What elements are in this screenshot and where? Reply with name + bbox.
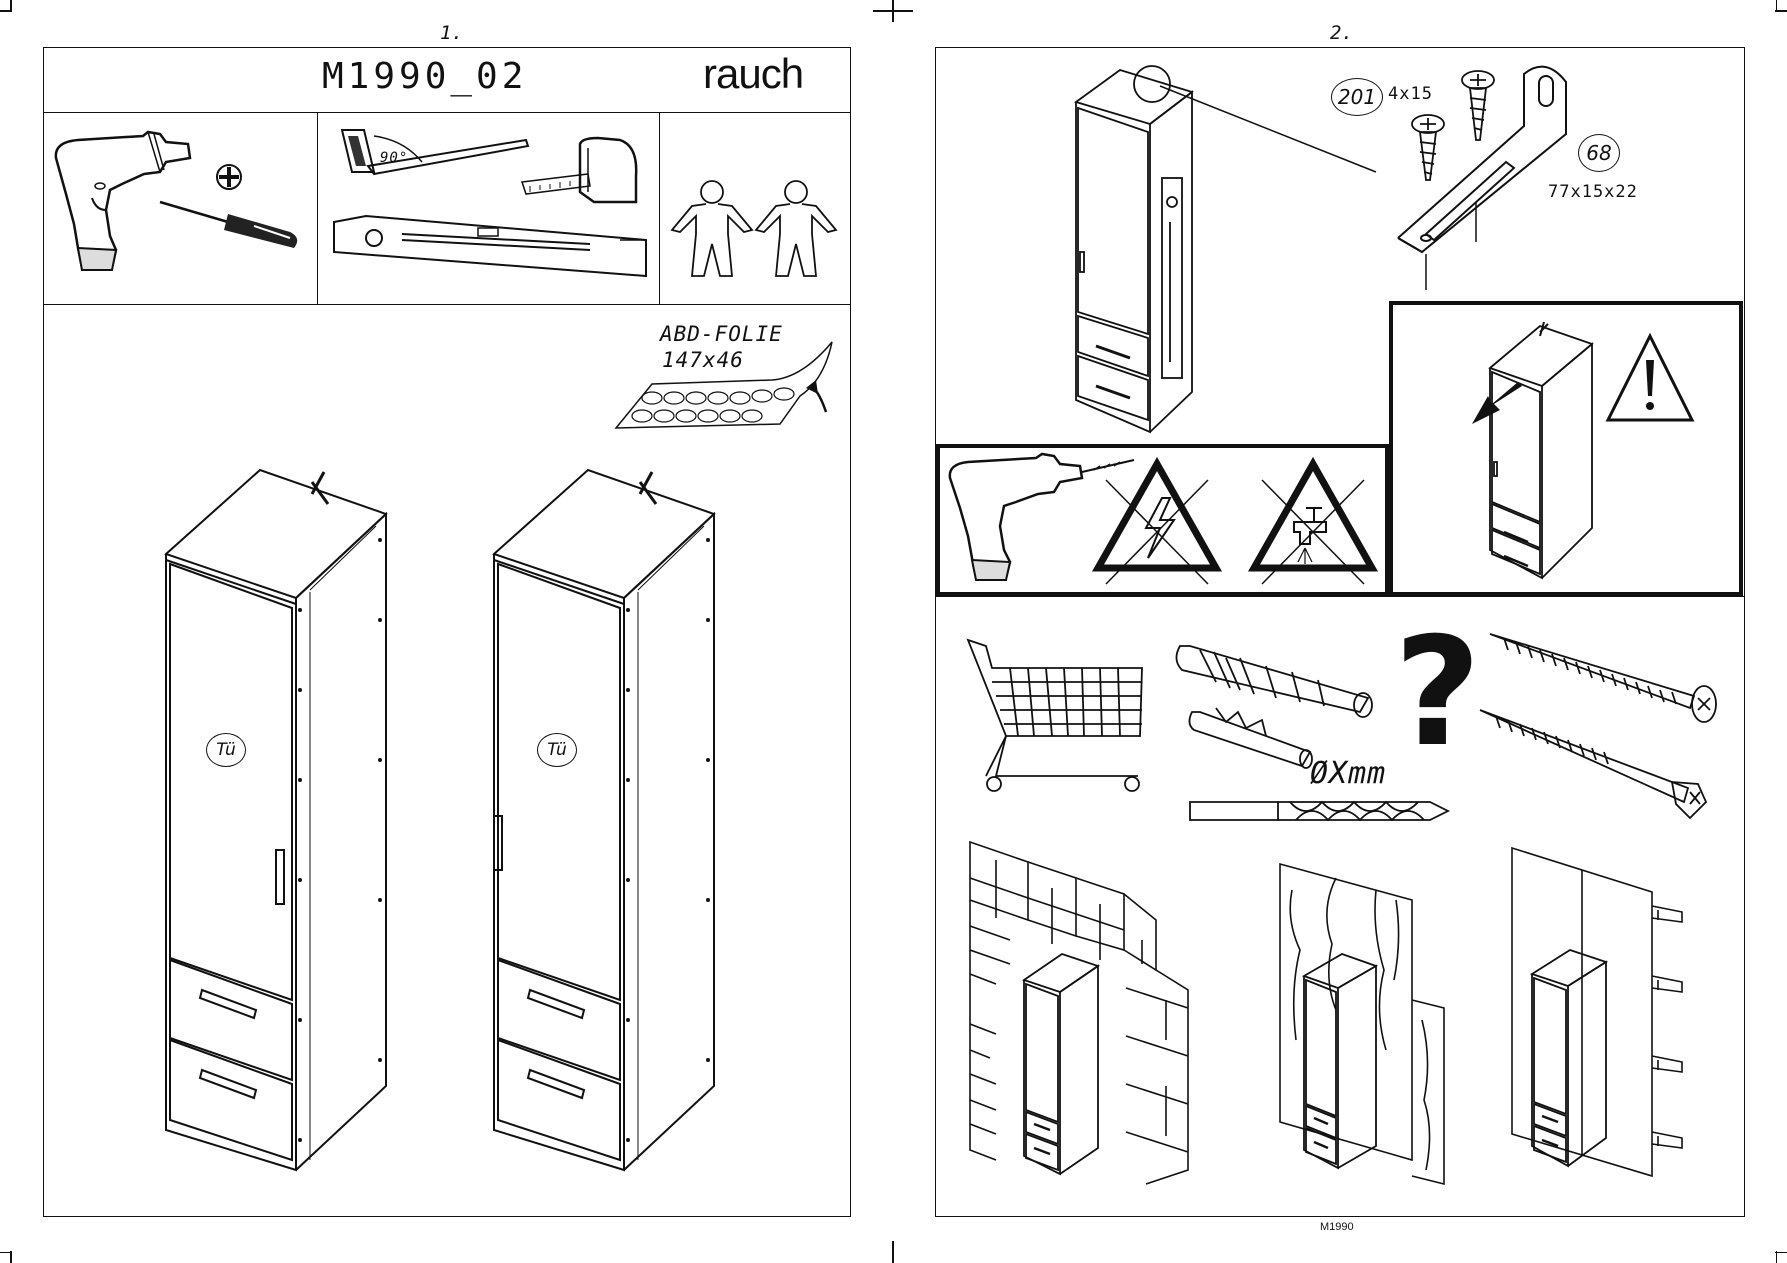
wood-screws-icon bbox=[1411, 70, 1495, 181]
page-2-frame bbox=[935, 47, 1745, 1217]
long-screw-icon bbox=[1489, 633, 1717, 723]
wardrobe-illustration-b bbox=[492, 468, 716, 1172]
page-number-2: 2. bbox=[1330, 22, 1353, 44]
tape-measure-icon bbox=[520, 136, 638, 204]
drywall-mounting-illustration bbox=[1511, 846, 1683, 1178]
foil-size: 147x46 bbox=[662, 348, 744, 372]
part-size: 4x15 bbox=[1388, 84, 1433, 104]
crop-mark bbox=[0, 1251, 12, 1253]
header-divider bbox=[43, 112, 851, 113]
crop-mark bbox=[10, 1251, 12, 1263]
abd-foil-sheet-icon bbox=[614, 341, 833, 429]
tools-col-divider bbox=[317, 112, 318, 304]
wardrobe-illustration-a bbox=[164, 468, 388, 1172]
footer-model: M1990 bbox=[1320, 1221, 1354, 1233]
two-persons-icon bbox=[670, 180, 838, 277]
angle-label: 90° bbox=[380, 150, 409, 166]
page-number-1: 1. bbox=[440, 22, 463, 44]
angle-bracket-icon bbox=[1397, 65, 1567, 290]
part-size: 77x15x22 bbox=[1548, 182, 1638, 202]
drill-bit-icon bbox=[1189, 800, 1451, 822]
foil-name: ABD-FOLIE bbox=[660, 322, 783, 346]
cordless-drill-icon bbox=[948, 452, 1135, 581]
wall-plug-large-icon bbox=[1175, 645, 1373, 718]
part-id: 68 bbox=[1586, 141, 1612, 165]
wardrobe-tipping-illustration bbox=[1472, 321, 1594, 580]
no-electric-cables-icon bbox=[1091, 456, 1223, 585]
wardrobe-top-detail bbox=[1073, 65, 1194, 434]
page-1-frame bbox=[43, 47, 851, 1217]
crop-mark bbox=[1775, 1251, 1777, 1263]
drill-diameter-label: ØXmm bbox=[1310, 756, 1387, 791]
crop-mark bbox=[892, 1241, 894, 1263]
door-label-text: Tü bbox=[547, 740, 567, 760]
model-number: M1990_02 bbox=[322, 56, 528, 97]
question-mark: ? bbox=[1394, 606, 1482, 780]
wood-wall-mounting-illustration bbox=[1279, 862, 1445, 1186]
zoom-guide-line bbox=[1159, 85, 1377, 173]
brick-wall-mounting-illustration bbox=[969, 840, 1189, 1185]
crop-mark bbox=[10, 0, 12, 12]
shopping-cart-icon bbox=[966, 638, 1143, 792]
door-label-badge: Tü bbox=[537, 733, 577, 767]
door-label-badge: Tü bbox=[206, 733, 246, 767]
section-divider bbox=[935, 596, 1745, 597]
wall-plug-small-icon bbox=[1188, 707, 1313, 769]
crop-mark bbox=[1775, 1251, 1787, 1253]
spirit-level-icon bbox=[333, 214, 647, 278]
crop-mark bbox=[892, 0, 894, 22]
tools-col-divider bbox=[659, 112, 660, 304]
long-screw-icon bbox=[1479, 709, 1708, 820]
door-label-text: Tü bbox=[216, 740, 236, 760]
phillips-bit-icon bbox=[216, 164, 242, 190]
crop-mark bbox=[1775, 10, 1787, 12]
part-badge-68: 68 bbox=[1578, 134, 1620, 172]
warning-exclamation-icon bbox=[1605, 332, 1695, 422]
part-id: 201 bbox=[1337, 85, 1377, 109]
brand-logo: rauch bbox=[703, 50, 804, 97]
no-water-pipes-icon bbox=[1247, 456, 1379, 585]
cordless-drill-icon bbox=[54, 130, 192, 271]
try-square-icon bbox=[340, 129, 530, 176]
drill-warning-box bbox=[936, 444, 1389, 596]
part-badge-201: 201 bbox=[1331, 78, 1383, 116]
crop-mark bbox=[0, 10, 12, 12]
tipping-warning-box bbox=[1389, 301, 1743, 596]
screwdriver-icon bbox=[159, 200, 298, 248]
crop-mark bbox=[1775, 0, 1777, 12]
tools-divider bbox=[43, 304, 851, 305]
